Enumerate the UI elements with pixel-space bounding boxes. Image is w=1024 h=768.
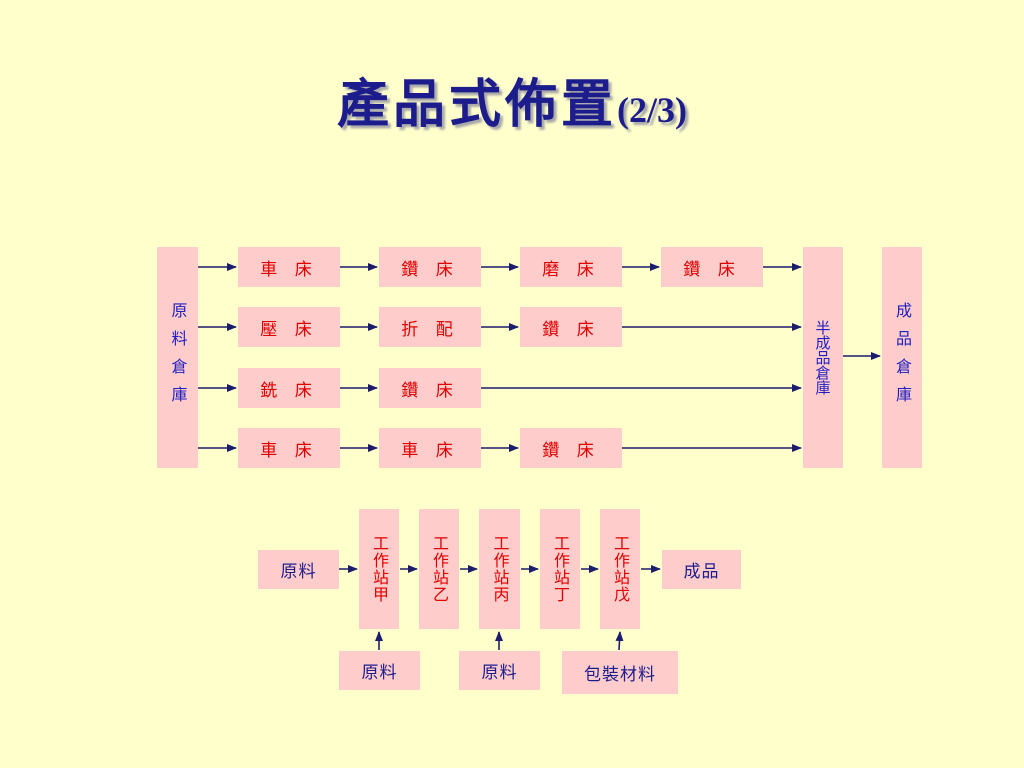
page-title: 產品式佈置(2/3) (0, 62, 1024, 137)
raw-material-input: 原料 (258, 550, 339, 589)
arrow (615, 631, 624, 651)
title-main: 產品式佈置 (337, 74, 618, 135)
work-station: 工作站戊 (600, 509, 640, 629)
raw-material-feed: 原料 (459, 651, 540, 690)
machine-box: 磨 床 (520, 247, 622, 287)
packaging-material-feed: 包裝材料 (562, 651, 678, 694)
machine-box: 銑 床 (238, 368, 340, 408)
machine-box: 車 床 (238, 428, 340, 468)
machine-box: 鑽 床 (520, 307, 622, 347)
raw-material-feed: 原料 (339, 651, 420, 690)
machine-box: 鑽 床 (379, 368, 481, 408)
work-station: 工作站乙 (419, 509, 459, 629)
finished-product-output: 成品 (662, 550, 741, 589)
machine-box: 車 床 (379, 428, 481, 468)
raw-material-store: 原料倉庫 (157, 247, 198, 468)
semi-finished-store: 半成品倉庫 (803, 247, 843, 468)
title-sub: (2/3) (617, 90, 687, 130)
machine-box: 車 床 (238, 247, 340, 287)
machine-box: 鑽 床 (520, 428, 622, 468)
finished-goods-store: 成品倉庫 (882, 247, 922, 468)
machine-box: 壓 床 (238, 307, 340, 347)
machine-box: 折 配 (379, 307, 481, 347)
work-station: 工作站甲 (359, 509, 399, 629)
work-station: 工作站丁 (540, 509, 580, 629)
machine-box: 鑽 床 (379, 247, 481, 287)
machine-box: 鑽 床 (661, 247, 763, 287)
work-station: 工作站丙 (479, 509, 520, 629)
